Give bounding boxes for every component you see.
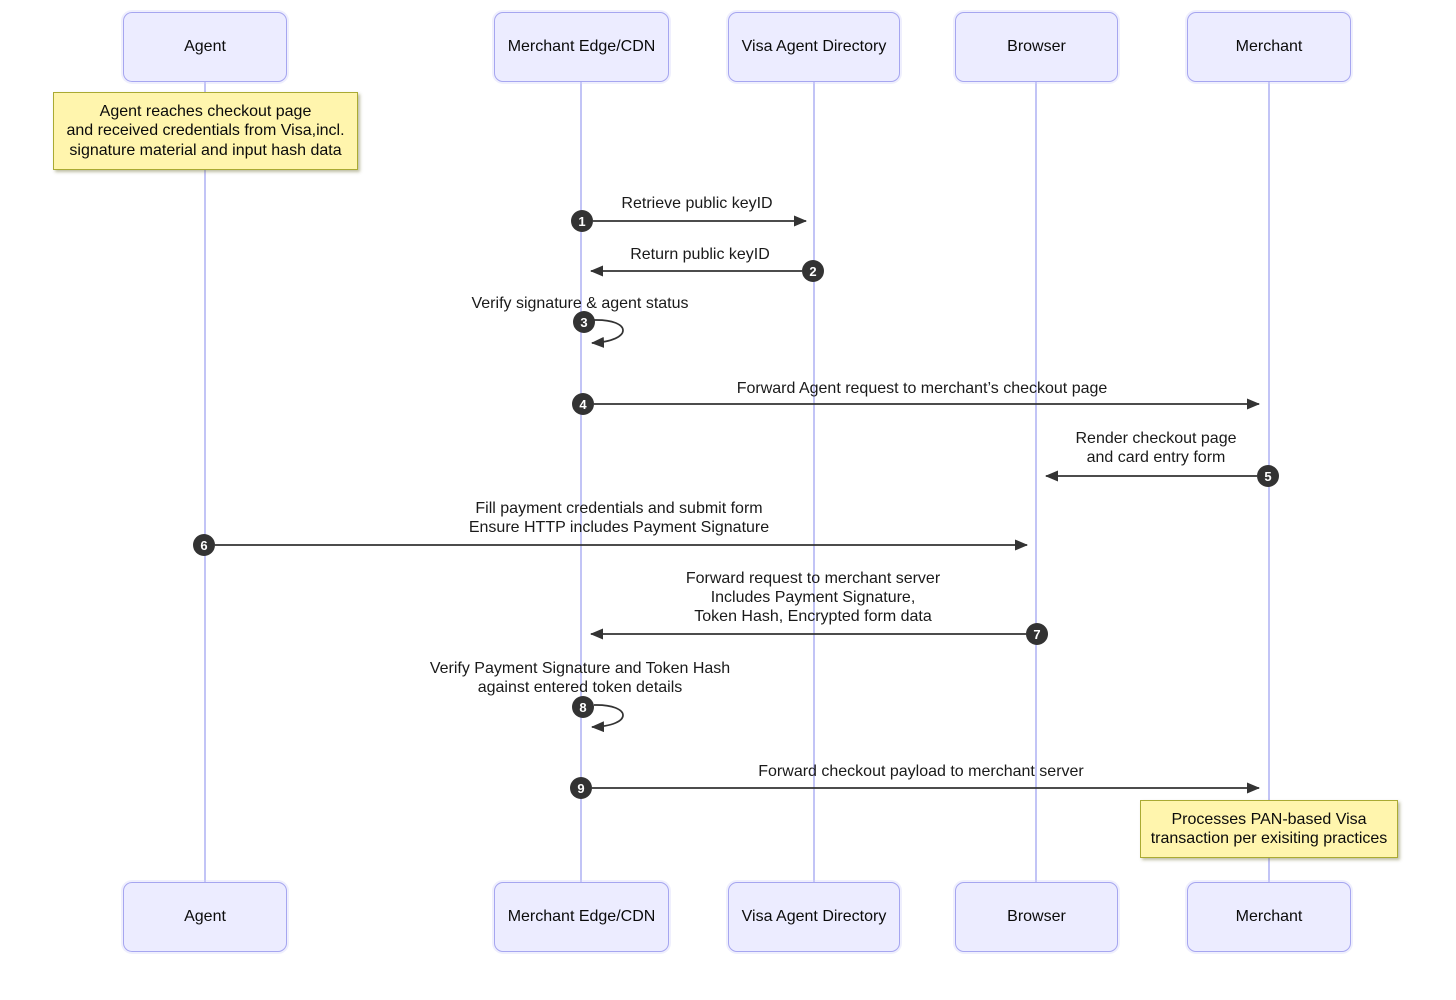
message-3-number-badge: 3 xyxy=(573,311,595,333)
message-3-self-loop xyxy=(591,319,624,348)
message-7-number-badge: 7 xyxy=(1026,623,1048,645)
actor-top-browser: Browser xyxy=(955,12,1118,82)
actor-bottom-merchant: Merchant xyxy=(1187,882,1351,952)
actor-top-visa-agent-directory: Visa Agent Directory xyxy=(728,12,900,82)
actor-label: Visa Agent Directory xyxy=(741,38,887,55)
actor-bottom-browser: Browser xyxy=(955,882,1118,952)
actor-bottom-merchant-edge-cdn: Merchant Edge/CDN xyxy=(494,882,669,952)
note-text: Processes PAN-based Visa transaction per… xyxy=(1150,810,1388,848)
actor-label: Agent xyxy=(184,38,226,55)
actor-label: Merchant xyxy=(1235,908,1303,925)
message-5-label: Render checkout page and card entry form xyxy=(1075,430,1237,466)
message-1-number-badge: 1 xyxy=(571,210,593,232)
message-6-number-badge: 6 xyxy=(193,534,215,556)
message-6-label: Fill payment credentials and submit form… xyxy=(468,500,770,536)
message-1-label: Retrieve public keyID xyxy=(621,195,773,212)
actor-label: Merchant Edge/CDN xyxy=(507,908,656,925)
actor-bottom-visa-agent-directory: Visa Agent Directory xyxy=(728,882,900,952)
actor-label: Merchant xyxy=(1235,38,1303,55)
message-2-number-badge: 2 xyxy=(802,260,824,282)
message-5-number-badge: 5 xyxy=(1257,465,1279,487)
actor-label: Browser xyxy=(1007,38,1066,55)
message-9-number-badge: 9 xyxy=(570,777,592,799)
actor-label: Agent xyxy=(184,908,226,925)
message-8-self-loop xyxy=(591,704,624,733)
message-8-number-badge: 8 xyxy=(572,696,594,718)
message-4-number-badge: 4 xyxy=(572,393,594,415)
actor-label: Merchant Edge/CDN xyxy=(507,38,656,55)
note-agent-credentials: Agent reaches checkout page and received… xyxy=(53,92,358,170)
actor-bottom-agent: Agent xyxy=(123,882,287,952)
message-4-label: Forward Agent request to merchant’s chec… xyxy=(736,380,1108,397)
note-text: Agent reaches checkout page and received… xyxy=(66,102,345,159)
actor-label: Visa Agent Directory xyxy=(741,908,887,925)
message-9-label: Forward checkout payload to merchant ser… xyxy=(758,763,1084,780)
note-merchant-processing: Processes PAN-based Visa transaction per… xyxy=(1140,800,1398,858)
message-7-label: Forward request to merchant server Inclu… xyxy=(685,570,941,625)
actor-top-merchant-edge-cdn: Merchant Edge/CDN xyxy=(494,12,669,82)
message-3-label: Verify signature & agent status xyxy=(471,295,689,312)
message-8-label: Verify Payment Signature and Token Hash … xyxy=(429,660,731,696)
actor-label: Browser xyxy=(1007,908,1066,925)
actor-top-merchant: Merchant xyxy=(1187,12,1351,82)
message-2-label: Return public keyID xyxy=(630,246,770,263)
actor-top-agent: Agent xyxy=(123,12,287,82)
